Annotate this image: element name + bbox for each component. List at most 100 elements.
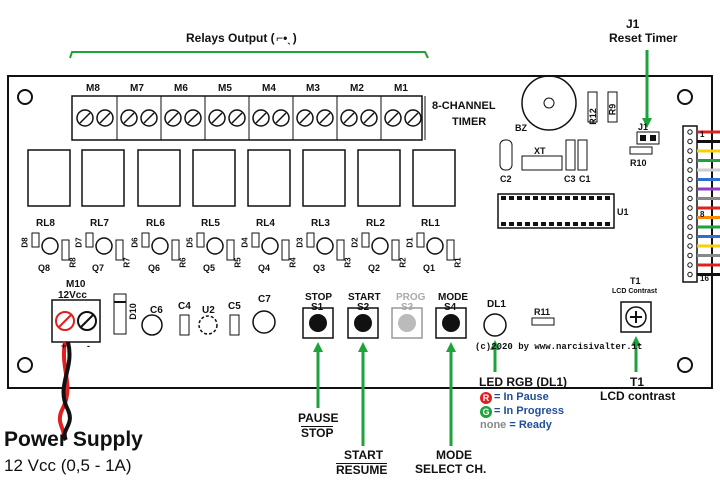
transistor-label-q1: Q1 bbox=[423, 263, 436, 273]
label-c6: C6 bbox=[150, 305, 163, 316]
resistor-r2 bbox=[391, 239, 400, 261]
conn-pin-8: 8 bbox=[700, 210, 705, 219]
label-xt: XT bbox=[534, 146, 546, 156]
red-dot-icon: R bbox=[480, 392, 492, 404]
label-u2: U2 bbox=[202, 305, 215, 316]
label-bz: BZ bbox=[515, 123, 527, 133]
buzzer bbox=[521, 75, 577, 131]
terminal-label-m6: M6 bbox=[174, 83, 188, 94]
relay-rl7 bbox=[81, 149, 125, 207]
switch-icon: ⌐•ˎ bbox=[276, 31, 292, 45]
led-label-d2: D2 bbox=[350, 237, 360, 248]
transistor-q1 bbox=[426, 237, 444, 255]
led-d3 bbox=[306, 232, 315, 248]
jumper-pin-1 bbox=[640, 135, 646, 141]
terminal-label-m5: M5 bbox=[218, 83, 232, 94]
resistor-label-r4: R4 bbox=[288, 257, 298, 268]
led-label-d5: D5 bbox=[185, 237, 195, 248]
resistor-r12 bbox=[587, 91, 598, 123]
relays-bracket bbox=[69, 51, 429, 59]
relay-label-rl4: RL4 bbox=[256, 218, 275, 229]
buzzer-center bbox=[543, 97, 555, 109]
transistor-label-q2: Q2 bbox=[368, 263, 381, 273]
j1-reset-timer-label: Reset Timer bbox=[609, 31, 678, 45]
transistor-label-q6: Q6 bbox=[148, 263, 161, 273]
power-supply-spec: 12 Vcc (0,5 - 1A) bbox=[4, 456, 132, 475]
led-d4 bbox=[251, 232, 260, 248]
label-c7: C7 bbox=[258, 294, 271, 305]
arrow-led bbox=[490, 340, 500, 372]
terminal-label-m1: M1 bbox=[394, 83, 408, 94]
label-r10: R10 bbox=[630, 158, 647, 168]
led-d2 bbox=[361, 232, 370, 248]
terminal-label-m2: M2 bbox=[350, 83, 364, 94]
terminal-label-m3: M3 bbox=[306, 83, 320, 94]
led-d8 bbox=[31, 232, 40, 248]
legend-ready: none = Ready bbox=[480, 419, 552, 431]
mount-hole-tr bbox=[677, 89, 693, 105]
relay-rl4 bbox=[247, 149, 291, 207]
mode-label: MODE bbox=[436, 448, 472, 462]
relays-output-label: Relays Output (⌐•ˎ) bbox=[186, 31, 297, 45]
relay-rl6 bbox=[137, 149, 181, 207]
relay-rl3 bbox=[302, 149, 346, 207]
transistor-label-q5: Q5 bbox=[203, 263, 216, 273]
relay-rl5 bbox=[192, 149, 236, 207]
arrow-mode bbox=[446, 342, 456, 446]
label-lcd-contrast-board: LCD Contrast bbox=[612, 288, 658, 295]
label-c4: C4 bbox=[178, 301, 191, 312]
led-d7 bbox=[85, 232, 94, 248]
label-dl1: DL1 bbox=[487, 299, 506, 310]
capacitor-c5 bbox=[229, 314, 240, 336]
label-s3: S3 bbox=[401, 302, 414, 313]
resistor-r1 bbox=[446, 239, 455, 261]
start-label: START bbox=[344, 448, 384, 462]
relay-label-rl1: RL1 bbox=[421, 218, 440, 229]
resistor-r8 bbox=[61, 239, 70, 261]
terminal-label-m4: M4 bbox=[262, 83, 276, 94]
terminal-label-m8: M8 bbox=[86, 83, 100, 94]
label-s4: S4 bbox=[444, 302, 457, 313]
button-s3 bbox=[391, 307, 423, 339]
relay-label-rl6: RL6 bbox=[146, 218, 165, 229]
label-d10: D10 bbox=[127, 303, 138, 320]
capacitor-c2 bbox=[499, 139, 513, 171]
capacitor-c3 bbox=[565, 139, 576, 171]
led-rgb-label: LED RGB (DL1) bbox=[479, 375, 567, 389]
arrow-start bbox=[358, 342, 368, 446]
relay-label-rl8: RL8 bbox=[36, 218, 55, 229]
resistor-label-r2: R2 bbox=[398, 257, 408, 268]
label-r11: R11 bbox=[534, 307, 551, 317]
label-j1: J1 bbox=[638, 122, 649, 132]
transistor-q8 bbox=[41, 237, 59, 255]
transistor-q4 bbox=[261, 237, 279, 255]
capacitor-c7 bbox=[252, 310, 276, 334]
resistor-label-r8: R8 bbox=[68, 257, 78, 268]
relay-rl8 bbox=[27, 149, 71, 207]
mount-hole-bl bbox=[17, 357, 33, 373]
led-label-d6: D6 bbox=[130, 237, 140, 248]
lcd-contrast-label: LCD contrast bbox=[600, 389, 676, 403]
transistor-q7 bbox=[95, 237, 113, 255]
legend-pause: R= In Pause bbox=[480, 391, 549, 404]
led-label-d8: D8 bbox=[20, 237, 30, 248]
resume-label: RESUME bbox=[336, 463, 388, 477]
arrow-t1 bbox=[631, 336, 641, 372]
label-c1: C1 bbox=[579, 174, 591, 184]
capacitor-c1 bbox=[577, 139, 588, 171]
resistor-r7 bbox=[115, 239, 124, 261]
button-s4 bbox=[435, 307, 467, 339]
led-label-d3: D3 bbox=[295, 237, 305, 248]
led-label-d1: D1 bbox=[405, 237, 415, 248]
resistor-label-r6: R6 bbox=[178, 257, 188, 268]
label-plus: + bbox=[61, 341, 67, 351]
relay-label-rl5: RL5 bbox=[201, 218, 220, 229]
transistor-label-q7: Q7 bbox=[92, 263, 105, 273]
label-c3: C3 bbox=[564, 174, 576, 184]
label-c2: C2 bbox=[500, 174, 512, 184]
rgb-led-dl1 bbox=[483, 313, 507, 337]
label-t1-board: T1 bbox=[630, 276, 641, 286]
button-s2 bbox=[347, 307, 379, 339]
mount-hole-tl bbox=[17, 89, 33, 105]
led-d5 bbox=[196, 232, 205, 248]
